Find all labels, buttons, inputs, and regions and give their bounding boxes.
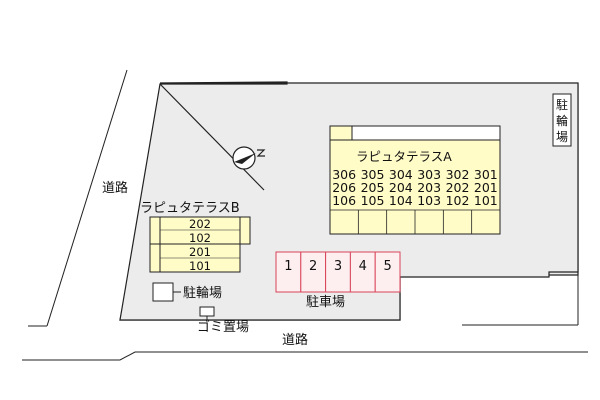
west-road-label: 道路 [102,180,128,196]
building-a-unit-304: 304 [389,167,413,182]
parking-slot-2 [300,251,327,293]
parking-slot-number: 1 [284,259,292,274]
building-a-unit-105: 105 [361,193,385,208]
bicycle-parking-west: 駐輪場 [152,282,222,302]
garbage-label: ゴミ置場 [197,319,249,335]
building-b-name: ラピュタテラスB [140,201,240,216]
parking-slot-4 [349,251,376,293]
parking-slot-3 [325,251,351,293]
parking-slot-number: 5 [383,259,391,274]
bicycle-parking-east-char-1: 駐 [556,97,568,112]
parking-slot-5 [374,251,401,293]
west-road [28,69,128,327]
parking-slot-1 [275,251,302,293]
bicycle-parking-east-char-2: 輪 [556,113,568,128]
parking-area: 1 2 3 4 5 駐車場 [275,251,401,310]
bicycle-parking-east: 駐 輪 場 [552,93,572,147]
south-road [22,351,588,361]
bicycle-parking-east-char-3: 場 [556,130,568,144]
building-a-unit-205: 205 [361,180,385,195]
building-a-unit-203: 203 [417,180,441,195]
building-b-unit-202: 202 [189,217,211,231]
building-a: ラピュタテラスA 306 305 304 303 302 301 206 205 204 203 2… [329,125,501,235]
garbage-area: ゴミ置場 [197,306,249,335]
building-a-unit-306: 306 [332,167,356,182]
parking-slots: 1 2 3 4 5 [275,251,401,293]
building-b-unit-101: 101 [189,259,211,273]
building-a-unit-206: 206 [332,180,356,195]
building-a-unit-202: 202 [446,180,470,195]
parking-slot-number: 4 [359,259,367,274]
building-b-unit-201: 201 [189,245,211,259]
building-a-unit-305: 305 [361,167,385,182]
parking-slot-number: 3 [334,259,342,274]
parking-slot-number: 2 [309,259,317,274]
east-boundary [462,271,579,326]
building-a-unit-303: 303 [417,167,441,182]
south-road-label: 道路 [282,332,308,348]
building-a-unit-103: 103 [417,193,441,208]
building-a-unit-104: 104 [389,193,413,208]
bicycle-parking-west-label: 駐輪場 [183,285,222,301]
building-a-unit-106: 106 [332,193,356,208]
building-a-unit-201: 201 [474,180,498,195]
building-a-unit-204: 204 [389,180,413,195]
parking-label: 駐車場 [306,295,345,310]
building-b-unit-102: 102 [189,231,211,245]
compass-north-icon [232,146,266,170]
building-a-unit-301: 301 [474,167,498,182]
building-a-unit-302: 302 [446,167,470,182]
building-a-units: 306 305 304 303 302 301 206 205 204 203 202 201 106 1… [330,167,500,234]
building-b: ラピュタテラスB 202 102 201 101 [140,201,251,273]
building-a-unit-102: 102 [446,193,470,208]
building-a-name: ラピュタテラスA [356,149,452,164]
building-a-unit-101: 101 [474,193,498,208]
